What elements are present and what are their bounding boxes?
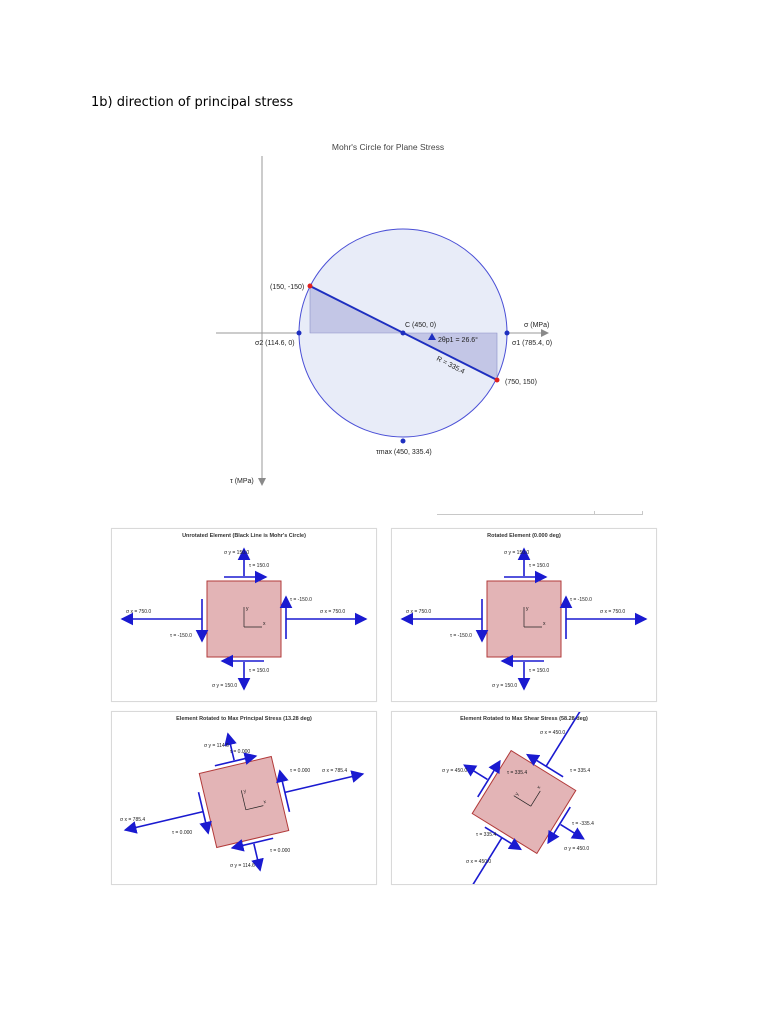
shear-top-arrow [214, 752, 258, 767]
sigma-y-bottom-label: σ y = 150.0 [492, 683, 517, 689]
tau-axis-label: τ (MPa) [230, 478, 254, 485]
sigma-y-left-label: σ y = 450.0 [442, 768, 467, 774]
tau-left-label: τ = 0.000 [172, 830, 192, 836]
sigma-y-bottom-arrow [251, 843, 264, 872]
sigma-x-right-arrow [284, 770, 365, 794]
divider-line [437, 511, 643, 515]
sigma-x-bottom-label: σ x = 450.0 [466, 859, 491, 865]
stress-element-group: yx [400, 547, 648, 691]
sigma-y-bottom-label: σ y = 114.6 [230, 863, 255, 869]
tau-right-label: τ = 335.4 [570, 768, 590, 774]
sigma-x-right-label: σ x = 785.4 [322, 768, 347, 774]
local-y-axis [240, 790, 247, 810]
shear-right-arrow [276, 769, 291, 813]
panel-title: Element Rotated to Max Principal Stress … [176, 716, 312, 722]
sigma-axis-label: σ (MPa) [524, 322, 549, 329]
tau-left-label: τ = -150.0 [450, 633, 472, 639]
sigma-y-bottom-arrow [560, 823, 585, 840]
mohrs-circle-figure: Mohr's Circle for Plane Stress (150, -15… [216, 142, 552, 486]
sigma-x-left-arrow [123, 810, 204, 834]
element-panel-unrotated: Unrotated Element (Black Line is Mohr's … [111, 528, 377, 702]
panel-title: Rotated Element (0.000 deg) [487, 533, 561, 539]
stress-element-group: yx [123, 732, 365, 872]
shear-bottom-arrow [230, 837, 274, 852]
sigma-y-right-label: σ y = 450.0 [564, 846, 589, 852]
shear-right-arrow [526, 753, 564, 778]
sigma-x-right-label: σ x = 750.0 [320, 609, 345, 615]
tau-top-label: τ = 0.000 [230, 749, 250, 755]
tau-left-label: τ = -150.0 [170, 633, 192, 639]
sigma-x-left-label: σ x = 785.4 [120, 817, 145, 823]
sigma2-label: σ2 (114.6, 0) [255, 340, 295, 347]
local-x-axis [530, 790, 541, 807]
sigma2-point [296, 330, 302, 336]
element-diagram-2: Element Rotated to Max Principal Stress … [120, 716, 365, 872]
point-a [307, 283, 313, 289]
tau-bottom-label: τ = 150.0 [249, 668, 269, 674]
sigma-y-top-label: σ y = 114.6 [204, 743, 229, 749]
document-heading: 1b) direction of principal stress [91, 95, 294, 110]
shear-left-arrow [484, 826, 522, 851]
local-y-label: y [514, 791, 521, 797]
sigma-x-top-label: σ x = 450.0 [540, 730, 565, 736]
sigma-x-left-arrow [459, 837, 503, 884]
angle-label: 2θp1 = 26.6° [438, 336, 478, 344]
sigma-x-left-label: σ x = 750.0 [126, 609, 151, 615]
panel-title: Unrotated Element (Black Line is Mohr's … [182, 533, 306, 539]
tau-max-label: τmax (450, 335.4) [376, 449, 432, 456]
sigma-x-right-arrow [545, 712, 589, 767]
local-y-label: y [526, 606, 529, 612]
sigma-x-left-label: σ x = 750.0 [406, 609, 431, 615]
sigma1-point [504, 330, 510, 336]
local-x-label: x [263, 621, 266, 627]
element-diagram-1: Rotated Element (0.000 deg)yxσ y = 150.0… [400, 533, 648, 691]
sigma-y-top-label: σ y = 150.0 [504, 550, 529, 556]
local-y-axis [513, 795, 531, 807]
tau-top-label: τ = 150.0 [249, 563, 269, 569]
panel-title: Element Rotated to Max Shear Stress (58.… [460, 716, 588, 722]
stress-element-group: yx [459, 712, 589, 884]
sigma-x-right-label: σ x = 750.0 [600, 609, 625, 615]
sigma-y-top-arrow [463, 764, 488, 781]
element-diagram-3: Element Rotated to Max Shear Stress (58.… [442, 712, 594, 884]
element-panel-principal: Element Rotated to Max Principal Stress … [111, 711, 377, 885]
angle-marker-icon [428, 333, 436, 340]
tau-right-label: τ = 0.000 [290, 768, 310, 774]
mohr-title: Mohr's Circle for Plane Stress [332, 142, 444, 152]
center-point [400, 330, 406, 336]
tau-right-lower-label: τ = -335.4 [572, 821, 594, 827]
tau-top-label: τ = 150.0 [529, 563, 549, 569]
local-y-label: y [243, 788, 247, 795]
tau-bottom-label: τ = 0.000 [270, 848, 290, 854]
sigma-y-top-label: σ y = 150.0 [224, 550, 249, 556]
tau-max-point [400, 438, 406, 444]
tau-right-label: τ = -150.0 [570, 597, 592, 603]
tau-right-label: τ = -150.0 [290, 597, 312, 603]
local-y-label: y [246, 606, 249, 612]
point-b [494, 377, 500, 383]
tau-top-label: τ = 335.4 [507, 770, 527, 776]
shear-bottom-arrow [547, 806, 571, 845]
tau-bottom-label: τ = 150.0 [529, 668, 549, 674]
shear-top-arrow [477, 759, 501, 798]
center-label: C (450, 0) [405, 322, 436, 329]
sigma-y-top-arrow [224, 732, 237, 761]
point-b-label: (750, 150) [505, 379, 537, 386]
stress-element-group: yx [120, 547, 368, 691]
local-x-label: x [543, 621, 546, 627]
shear-left-arrow [197, 791, 212, 835]
element-diagram-0: Unrotated Element (Black Line is Mohr's … [120, 533, 368, 691]
point-a-label: (150, -150) [270, 284, 304, 291]
local-x-label: x [263, 799, 267, 806]
local-x-label: x [536, 784, 543, 790]
local-x-axis [245, 805, 264, 811]
tau-left-label: τ = 335.4 [476, 832, 496, 838]
element-panel-max-shear: Element Rotated to Max Shear Stress (58.… [391, 711, 657, 885]
sigma-y-bottom-label: σ y = 150.0 [212, 683, 237, 689]
sigma1-label: σ1 (785.4, 0) [512, 340, 552, 347]
